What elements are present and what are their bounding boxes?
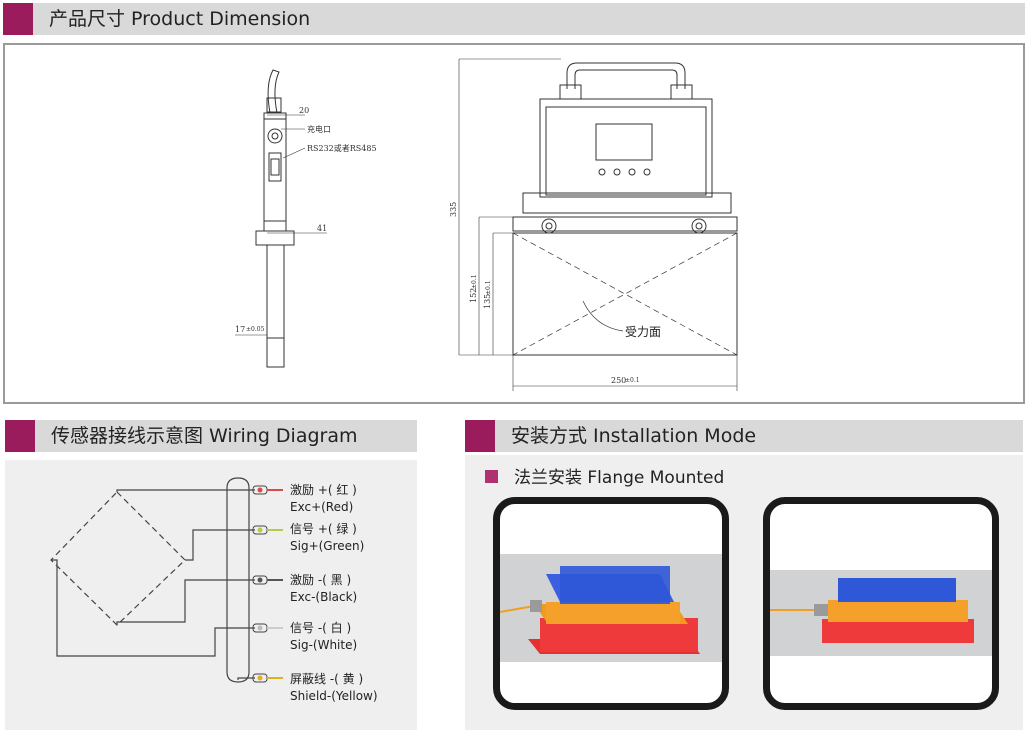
wire-label-4: 信号 -( 白 )Sig-(White): [290, 621, 358, 652]
label-charge-port: 充电口: [307, 124, 331, 134]
dim-height-face-tol: ±0.1: [485, 280, 492, 295]
install-header: 安装方式 Installation Mode: [465, 420, 1023, 452]
install-panel: 法兰安装 Flange Mounted: [465, 455, 1023, 730]
bridge-diamond: [50, 491, 186, 626]
wire-label-3: 激励 -( 黑 )Exc-(Black): [290, 573, 358, 604]
install-photo-1: [493, 497, 729, 710]
dim-height-body: 152: [469, 288, 478, 303]
charge-port-icon: [267, 128, 283, 144]
install-render-2: [770, 570, 992, 656]
header-accent: [465, 420, 495, 452]
dim-flange: 41: [317, 224, 327, 233]
dim-height-face: 135: [483, 294, 492, 309]
label-serial-port: RS232或者RS485: [307, 143, 377, 153]
cable-outline: [226, 477, 250, 683]
install-title: 安装方式 Installation Mode: [511, 425, 757, 447]
controller-box: [539, 98, 713, 198]
product-dimension-header: 产品尺寸 Product Dimension: [3, 3, 1025, 35]
dim-plate-tol: ±0.05: [246, 326, 265, 333]
serial-port-icon: [268, 152, 282, 182]
wire-label-2: 信号 +( 绿 )Sig+(Green): [290, 522, 365, 553]
dim-plate: 17: [235, 325, 245, 334]
dim-height-body-tol: ±0.1: [471, 274, 478, 289]
product-dimension-title: 产品尺寸 Product Dimension: [49, 8, 311, 30]
wiring-header: 传感器接线示意图 Wiring Diagram: [5, 420, 417, 452]
handle: [566, 62, 686, 89]
header-accent: [5, 420, 35, 452]
dim-width-tol: ±0.1: [625, 377, 640, 384]
side-body: [263, 112, 287, 222]
dimension-drawing: 20 充电口 RS232或者RS485 41 17 ±0.05 335 152 …: [235, 58, 738, 391]
dim-top: 20: [299, 106, 309, 115]
display-screen: [595, 123, 653, 161]
side-plate: [266, 244, 285, 368]
wire-label-5: 屏蔽线 -( 黄 )Shield-(Yellow): [290, 672, 378, 703]
install-photo-2: [763, 497, 999, 710]
flange-mounted-subtitle: 法兰安装 Flange Mounted: [485, 463, 724, 488]
wiring-panel: 激励 +( 红 )Exc+(Red) 信号 +( 绿 )Sig+(Green) …: [5, 460, 417, 730]
dim-height-total: 335: [449, 202, 458, 217]
mount-plate: [512, 216, 738, 232]
wire-label-1: 激励 +( 红 )Exc+(Red): [290, 483, 357, 514]
product-dimension-panel: 20 充电口 RS232或者RS485 41 17 ±0.05 335 152 …: [3, 43, 1025, 404]
install-render-1: [500, 554, 722, 662]
header-accent: [3, 3, 33, 35]
wiring-title: 传感器接线示意图 Wiring Diagram: [51, 425, 358, 447]
bullet-square: [485, 470, 498, 483]
wire-connectors: [252, 485, 283, 683]
label-force-face: 受力面: [625, 325, 661, 339]
force-face: [512, 232, 738, 356]
dim-width: 250: [611, 376, 626, 385]
wiring-diagram: [50, 477, 283, 683]
side-cable-gland: [266, 97, 282, 113]
side-cable: [267, 69, 280, 114]
